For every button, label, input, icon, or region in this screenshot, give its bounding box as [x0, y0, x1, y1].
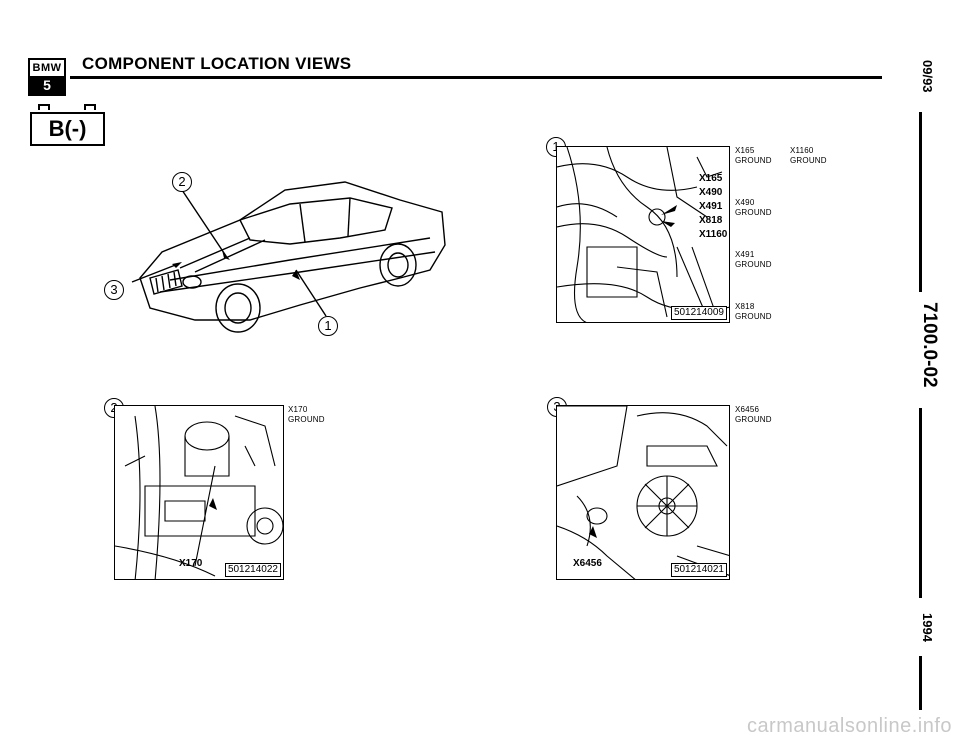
legend-desc: GROUND: [735, 208, 772, 217]
legend-desc: GROUND: [735, 312, 772, 321]
logo-series-text: 5: [30, 77, 64, 94]
view3-engine-drawing: [557, 406, 729, 579]
view1-legend-x1160: X1160 GROUND: [790, 146, 827, 166]
legend-desc: GROUND: [735, 415, 772, 424]
side-rule-bottom: [919, 656, 922, 710]
battery-terminal-left: [38, 104, 50, 110]
view1-legend-x490: X490 GROUND: [735, 198, 772, 218]
page-title: COMPONENT LOCATION VIEWS: [82, 54, 352, 73]
view3-legend-x6456: X6456 GROUND: [735, 405, 772, 425]
watermark-text: carmanualsonline.info: [746, 715, 952, 737]
legend-desc: GROUND: [790, 156, 827, 165]
car-callout-2: 2: [172, 172, 192, 192]
legend-desc: GROUND: [735, 260, 772, 269]
view1-overlay-x490: X490: [699, 187, 723, 198]
view2-legend-x170: X170 GROUND: [288, 405, 325, 425]
view1-legend-x165: X165 GROUND: [735, 146, 772, 166]
view2-engine-drawing: [115, 406, 283, 579]
legend-desc: GROUND: [735, 156, 772, 165]
car-overview-illustration: 2 3 1: [100, 160, 460, 345]
legend-id: X165: [735, 146, 755, 155]
legend-id: X490: [735, 198, 755, 207]
side-rule-top: [919, 112, 922, 292]
view2-figure-code: 501214022: [224, 563, 281, 577]
legend-desc: GROUND: [288, 415, 325, 424]
view1-overlay-x491: X491: [699, 201, 723, 212]
view1-legend-x491: X491 GROUND: [735, 250, 772, 270]
legend-id: X491: [735, 250, 755, 259]
car-drawing: [131, 181, 446, 333]
view1-overlay-x1160: X1160: [699, 229, 728, 240]
side-year: 1994: [920, 613, 935, 642]
logo-bmw-text: BMW: [30, 60, 64, 78]
view1-overlay-x165: X165: [699, 173, 723, 184]
legend-id: X818: [735, 302, 755, 311]
side-date: 09/93: [920, 60, 935, 93]
view3-figure-code: 501214021: [670, 563, 727, 577]
legend-id: X6456: [735, 405, 760, 414]
view2-engine-photo: X170 501214022: [114, 405, 284, 580]
view1-engine-photo: X165 X490 X491 X818 X1160 501214009: [556, 146, 730, 323]
header-rule: [70, 76, 882, 79]
view1-engine-drawing: [557, 147, 729, 322]
legend-id: X170: [288, 405, 308, 414]
view3-overlay-x6456: X6456: [573, 558, 602, 569]
view1-overlay-x818: X818: [699, 215, 723, 226]
view1-figure-code: 501214009: [670, 306, 727, 320]
side-rule-middle: [919, 408, 922, 598]
battery-terminal-right: [84, 104, 96, 110]
view3-engine-photo: X6456 501214021: [556, 405, 730, 580]
side-page-number: 7100.0-02: [919, 302, 940, 388]
bmw-5-logo: BMW 5: [28, 58, 66, 96]
car-callout-3: 3: [104, 280, 124, 300]
view1-legend-x818: X818 GROUND: [735, 302, 772, 322]
car-callout-1: 1: [318, 316, 338, 336]
legend-id: X1160: [790, 146, 814, 155]
view2-overlay-x170: X170: [179, 558, 203, 569]
battery-negative-label: B(-): [30, 112, 105, 146]
